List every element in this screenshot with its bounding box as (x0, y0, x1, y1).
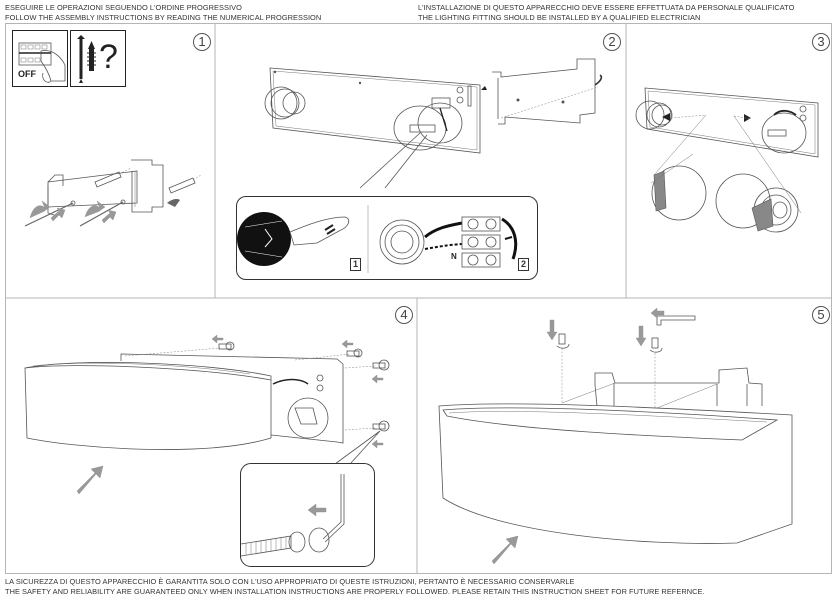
step-5-diffuser-drawing (438, 307, 793, 565)
arrow-down-1 (546, 319, 558, 341)
step-2-base-drawing (264, 58, 603, 189)
hex-key-5 (656, 315, 696, 326)
step-number-5: 5 (812, 306, 830, 324)
arrow-left-1 (211, 334, 224, 344)
step-1-bracket-drawing (24, 159, 202, 227)
step-number-3: 3 (812, 33, 830, 51)
hex-key-callout (240, 463, 375, 567)
screws-side (344, 359, 390, 449)
arrow-left-2 (341, 339, 354, 349)
callout-pointer-4 (334, 430, 381, 465)
cable-clip (167, 199, 180, 207)
step-4-panel: 4 (5, 298, 417, 574)
arrow-down-2 (635, 325, 647, 347)
step-number-4: 4 (395, 306, 413, 324)
footer-english: THE SAFETY AND RELIABILITY ARE GUARANTEE… (5, 586, 705, 596)
step-1-panel: 1 OFF ? (5, 23, 215, 298)
callout-label-2: 2 (518, 258, 529, 271)
step-number-1: 1 (193, 33, 211, 51)
step-3-panel: 3 (626, 23, 832, 298)
screw-plug-icon: ? (70, 30, 126, 87)
screw-left (24, 200, 76, 227)
header-left-italian: ESEGUIRE LE OPERAZIONI SEGUENDO L'ORDINE… (5, 3, 242, 12)
bulb-left (650, 114, 707, 221)
top-screw-left (546, 319, 570, 403)
push-arrow-5 (491, 535, 519, 565)
screw-right (79, 199, 126, 227)
step-3-bulb-drawing (635, 87, 819, 233)
header-right-italian: L'INSTALLAZIONE DI QUESTO APPARECCHIO DE… (418, 3, 795, 12)
header-right: L'INSTALLAZIONE DI QUESTO APPARECCHIO DE… (418, 3, 794, 22)
footer: LA SICUREZZA DI QUESTO APPARECCHIO È GAR… (5, 577, 705, 596)
callout-pointer-1 (359, 132, 421, 189)
bulb-right (715, 115, 802, 233)
footer-italian: LA SICUREZZA DI QUESTO APPARECCHIO È GAR… (5, 577, 575, 586)
diffuser-shell-5 (438, 403, 793, 544)
neutral-label: N (451, 252, 457, 261)
alignment-arrow (481, 86, 487, 90)
top-screw-right (635, 307, 696, 408)
hex-key (322, 474, 345, 543)
cable-strip-detail (237, 212, 350, 266)
callout-pointer-2 (384, 134, 428, 189)
header-right-english: THE LIGHTING FITTING SHOULD BE INSTALLED… (418, 12, 701, 22)
push-arrow-4 (76, 465, 104, 495)
power-off-icon: OFF (12, 30, 68, 87)
wall-bracket (481, 58, 603, 125)
wiring-callout: N 1 2 (236, 196, 538, 280)
lamp-holder (393, 97, 463, 151)
diffuser-shell (24, 362, 272, 450)
header-left: ESEGUIRE LE OPERAZIONI SEGUENDO L'ORDINE… (5, 3, 321, 22)
callout-label-1: 1 (350, 258, 361, 271)
screws-top (124, 334, 363, 361)
question-mark: ? (99, 38, 118, 76)
arrow-tighten (307, 503, 327, 517)
off-label: OFF (18, 69, 36, 79)
terminal-block-detail (379, 216, 518, 268)
wall-bracket-5 (561, 367, 763, 409)
step-5-panel: 5 (417, 298, 832, 574)
wall-plug-right (168, 174, 202, 194)
step-4-lamp-holder (272, 374, 329, 439)
step-2-panel: 2 (215, 23, 626, 298)
step-4-diffuser-drawing (24, 334, 390, 495)
step-number-2: 2 (603, 33, 621, 51)
header-left-english: FOLLOW THE ASSEMBLY INSTRUCTIONS BY READ… (5, 12, 322, 22)
wall-plug-left (94, 167, 132, 188)
supply-cable (594, 74, 603, 86)
